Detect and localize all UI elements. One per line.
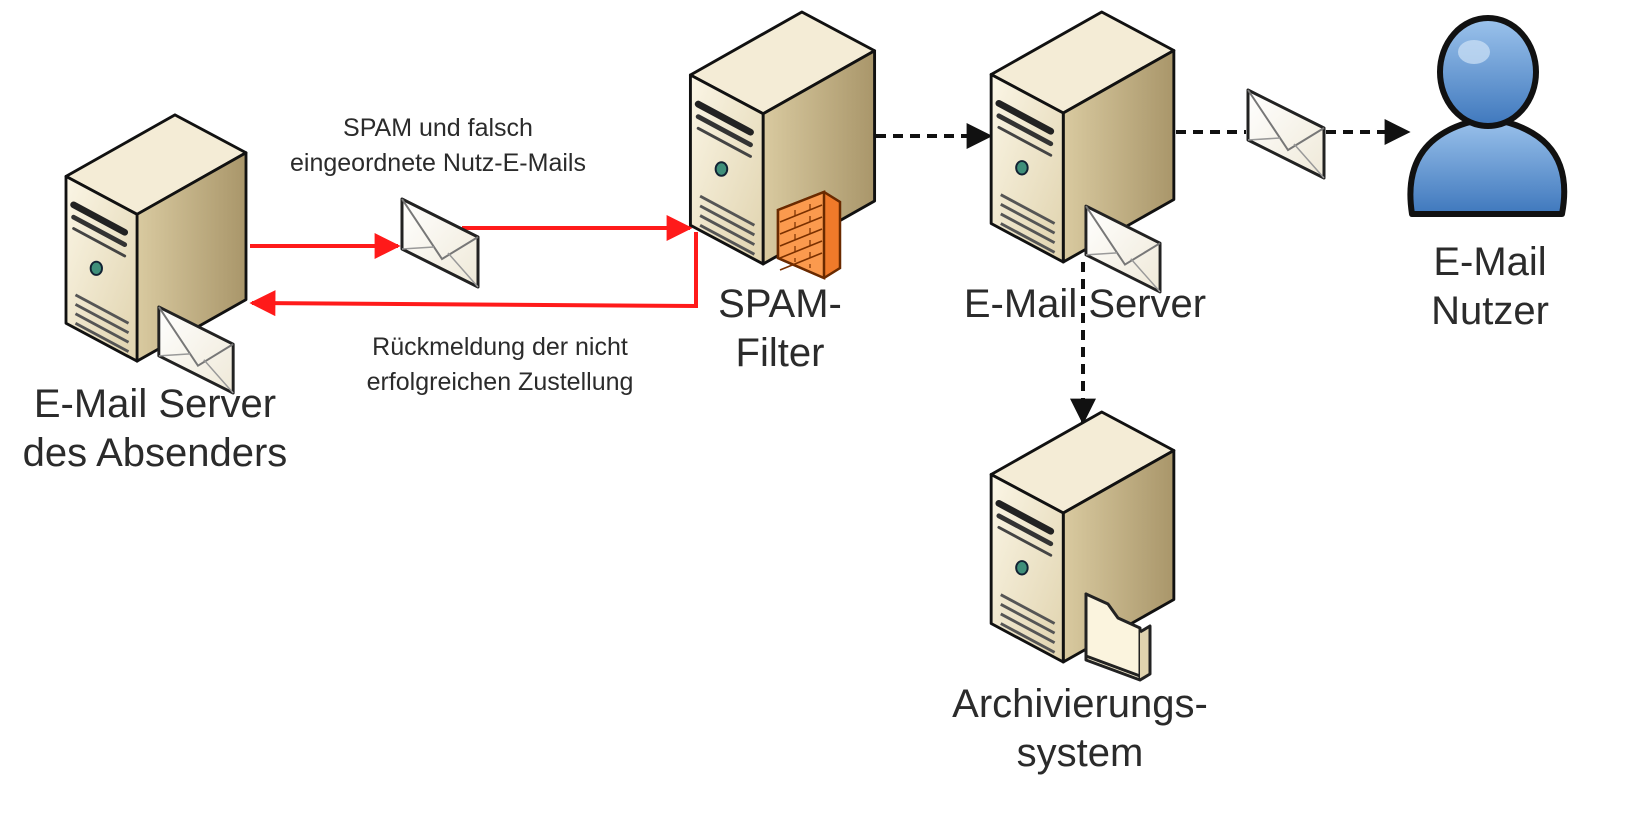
server-icon [991, 412, 1174, 662]
node-label-mail-server: E-Mail Server [940, 280, 1230, 329]
red-arrow-return-to-sender [249, 232, 698, 317]
edge-label-spam-line-2: eingeordnete Nutz-E-Mails [290, 148, 586, 177]
node-label-sender-line-2: des Absenders [22, 430, 288, 475]
folder-icon [1084, 592, 1152, 682]
node-label-sender-line-1: E-Mail Server [33, 382, 277, 426]
sender-server [66, 115, 246, 395]
edge-label-feedback: Rückmeldung der nicht erfolgreichen Zust… [330, 330, 670, 399]
node-label-archive: Archivierungs- system [920, 680, 1240, 778]
node-label-spam-filter-line-1: SPAM- [718, 282, 842, 326]
node-label-spam-filter-line-2: Filter [735, 330, 825, 375]
envelope-icon [400, 197, 480, 289]
edge-label-spam: SPAM und falsch eingeordnete Nutz-E-Mail… [268, 111, 608, 180]
server-icon [991, 12, 1174, 262]
firewall-icon [776, 190, 842, 280]
envelope-icon [1246, 88, 1326, 180]
server-icon [66, 115, 246, 361]
spam-filter [690, 12, 874, 280]
node-label-archive-line-2: system [1016, 730, 1144, 775]
node-label-user-line-2: Nutzer [1431, 288, 1549, 333]
node-label-sender: E-Mail Server des Absenders [0, 380, 310, 478]
node-label-mail-server-line-1: E-Mail Server [963, 282, 1207, 326]
node-label-spam-filter: SPAM- Filter [690, 280, 870, 378]
archive-server [991, 412, 1174, 682]
user-icon [1407, 15, 1568, 217]
node-label-archive-line-1: Archivierungs- [952, 682, 1208, 726]
node-label-user: E-Mail Nutzer [1400, 238, 1580, 336]
edge-label-feedback-line-1: Rückmeldung der nicht [372, 333, 628, 361]
mail-server [991, 12, 1174, 294]
node-label-user-line-1: E-Mail [1433, 240, 1547, 284]
edge-label-feedback-line-2: erfolgreichen Zustellung [366, 367, 634, 396]
edge-label-spam-line-1: SPAM und falsch [343, 114, 533, 142]
